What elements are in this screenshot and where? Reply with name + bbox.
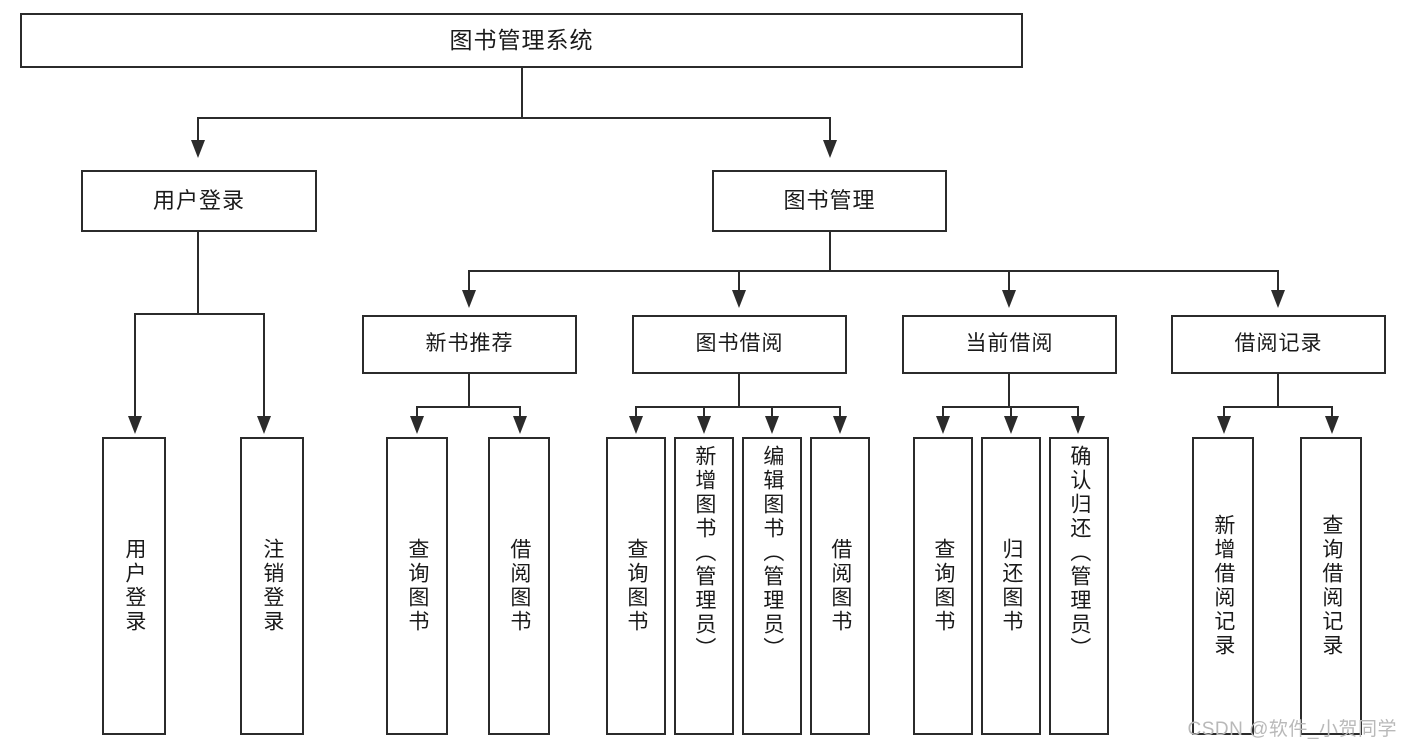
edge-to-book-manage (829, 117, 831, 142)
csdn-watermark: CSDN @软件_小贺同学 (1187, 719, 1397, 740)
arrowhead-borrow-record (1271, 290, 1285, 308)
arrowhead-current-borrow (1002, 290, 1016, 308)
edge-root-stem (521, 68, 523, 118)
leaf-cb-confirm-return[interactable]: 确认归还（管理员） (1049, 437, 1109, 735)
edge-bb-leaf4 (839, 406, 841, 418)
edge-nbr-leaf1 (416, 406, 418, 418)
leaf-bb-add-book[interactable]: 新增图书（管理员） (674, 437, 734, 735)
node-current-borrow[interactable]: 当前借阅 (902, 315, 1117, 374)
edge-user-login-bus (134, 313, 264, 315)
edge-current-borrow-stem (1008, 374, 1010, 407)
node-borrow-record-label: 借阅记录 (1234, 332, 1323, 356)
node-user-login[interactable]: 用户登录 (81, 170, 317, 232)
edge-level3-bus (468, 270, 1279, 272)
leaf-bb-edit-book[interactable]: 编辑图书（管理员） (742, 437, 802, 735)
leaf-nbr-borrow-book-label: 借阅图书 (507, 538, 531, 634)
arrowhead-bb-borrow-book (833, 416, 847, 434)
leaf-logout[interactable]: 注销登录 (240, 437, 304, 735)
node-user-login-label: 用户登录 (152, 188, 245, 214)
leaf-nbr-query-book[interactable]: 查询图书 (386, 437, 448, 735)
edge-to-current-borrow (1008, 270, 1010, 292)
node-current-borrow-label: 当前借阅 (965, 332, 1054, 356)
edge-new-book-recommend-bus (416, 406, 521, 408)
edge-nbr-leaf2 (519, 406, 521, 418)
edge-user-login-stem (197, 232, 199, 314)
edge-bb-leaf3 (771, 406, 773, 418)
edge-level2-bus (197, 117, 831, 119)
edge-br-leaf1 (1223, 406, 1225, 418)
leaf-cb-query-book[interactable]: 查询图书 (913, 437, 973, 735)
arrowhead-bb-add-book (697, 416, 711, 434)
edge-user-login-left (134, 313, 136, 418)
arrowhead-cb-return-book (1004, 416, 1018, 434)
leaf-br-add-record[interactable]: 新增借阅记录 (1192, 437, 1254, 735)
edge-to-book-borrow (738, 270, 740, 292)
arrowhead-book-manage (823, 140, 837, 158)
leaf-nbr-borrow-book[interactable]: 借阅图书 (488, 437, 550, 735)
node-new-book-recommend-label: 新书推荐 (425, 332, 514, 356)
arrowhead-br-query-record (1325, 416, 1339, 434)
arrowhead-bb-query-book (629, 416, 643, 434)
leaf-br-add-record-label: 新增借阅记录 (1211, 514, 1235, 658)
leaf-br-query-record[interactable]: 查询借阅记录 (1300, 437, 1362, 735)
leaf-cb-query-book-label: 查询图书 (931, 538, 955, 634)
leaf-bb-borrow-book[interactable]: 借阅图书 (810, 437, 870, 735)
arrowhead-bb-edit-book (765, 416, 779, 434)
arrowhead-br-add-record (1217, 416, 1231, 434)
arrowhead-nbr-query-book (410, 416, 424, 434)
edge-user-login-right (263, 313, 265, 418)
leaf-user-login[interactable]: 用户登录 (102, 437, 166, 735)
leaf-br-query-record-label: 查询借阅记录 (1319, 514, 1343, 658)
node-new-book-recommend[interactable]: 新书推荐 (362, 315, 577, 374)
node-root-label: 图书管理系统 (449, 27, 594, 54)
node-book-borrow-label: 图书借阅 (695, 332, 784, 356)
node-book-borrow[interactable]: 图书借阅 (632, 315, 847, 374)
edge-borrow-record-stem (1277, 374, 1279, 407)
arrowhead-leaf-logout (257, 416, 271, 434)
edge-borrow-record-bus (1223, 406, 1333, 408)
node-book-management-label: 图书管理 (783, 188, 876, 214)
edge-book-management-stem (829, 232, 831, 272)
arrowhead-nbr-borrow-book (513, 416, 527, 434)
leaf-cb-confirm-return-label: 确认归还（管理员） (1067, 445, 1091, 661)
leaf-nbr-query-book-label: 查询图书 (405, 538, 429, 634)
edge-bb-leaf1 (635, 406, 637, 418)
leaf-cb-return-book-label: 归还图书 (999, 538, 1023, 634)
leaf-bb-borrow-book-label: 借阅图书 (828, 538, 852, 634)
arrowhead-user-login (191, 140, 205, 158)
node-borrow-record[interactable]: 借阅记录 (1171, 315, 1386, 374)
node-root-library-system[interactable]: 图书管理系统 (20, 13, 1023, 68)
arrowhead-new-book-recommend (462, 290, 476, 308)
arrowhead-cb-confirm-return (1071, 416, 1085, 434)
edge-bb-leaf2 (703, 406, 705, 418)
arrowhead-cb-query-book (936, 416, 950, 434)
edge-to-user-login (197, 117, 199, 142)
edge-book-borrow-stem (738, 374, 740, 407)
edge-new-book-recommend-stem (468, 374, 470, 407)
leaf-bb-query-book-label: 查询图书 (624, 538, 648, 634)
leaf-bb-query-book[interactable]: 查询图书 (606, 437, 666, 735)
edge-cb-leaf1 (942, 406, 944, 418)
edge-br-leaf2 (1331, 406, 1333, 418)
edge-cb-leaf2 (1010, 406, 1012, 418)
arrowhead-leaf-user-login (128, 416, 142, 434)
leaf-user-login-label: 用户登录 (122, 538, 146, 634)
edge-book-borrow-bus (635, 406, 840, 408)
edge-cb-leaf3 (1077, 406, 1079, 418)
leaf-logout-label: 注销登录 (260, 538, 284, 634)
leaf-cb-return-book[interactable]: 归还图书 (981, 437, 1041, 735)
edge-to-new-book-recommend (468, 270, 470, 292)
leaf-bb-add-book-label: 新增图书（管理员） (692, 445, 716, 661)
node-book-management[interactable]: 图书管理 (712, 170, 947, 232)
edge-to-borrow-record (1277, 270, 1279, 292)
leaf-bb-edit-book-label: 编辑图书（管理员） (760, 445, 784, 661)
arrowhead-book-borrow (732, 290, 746, 308)
